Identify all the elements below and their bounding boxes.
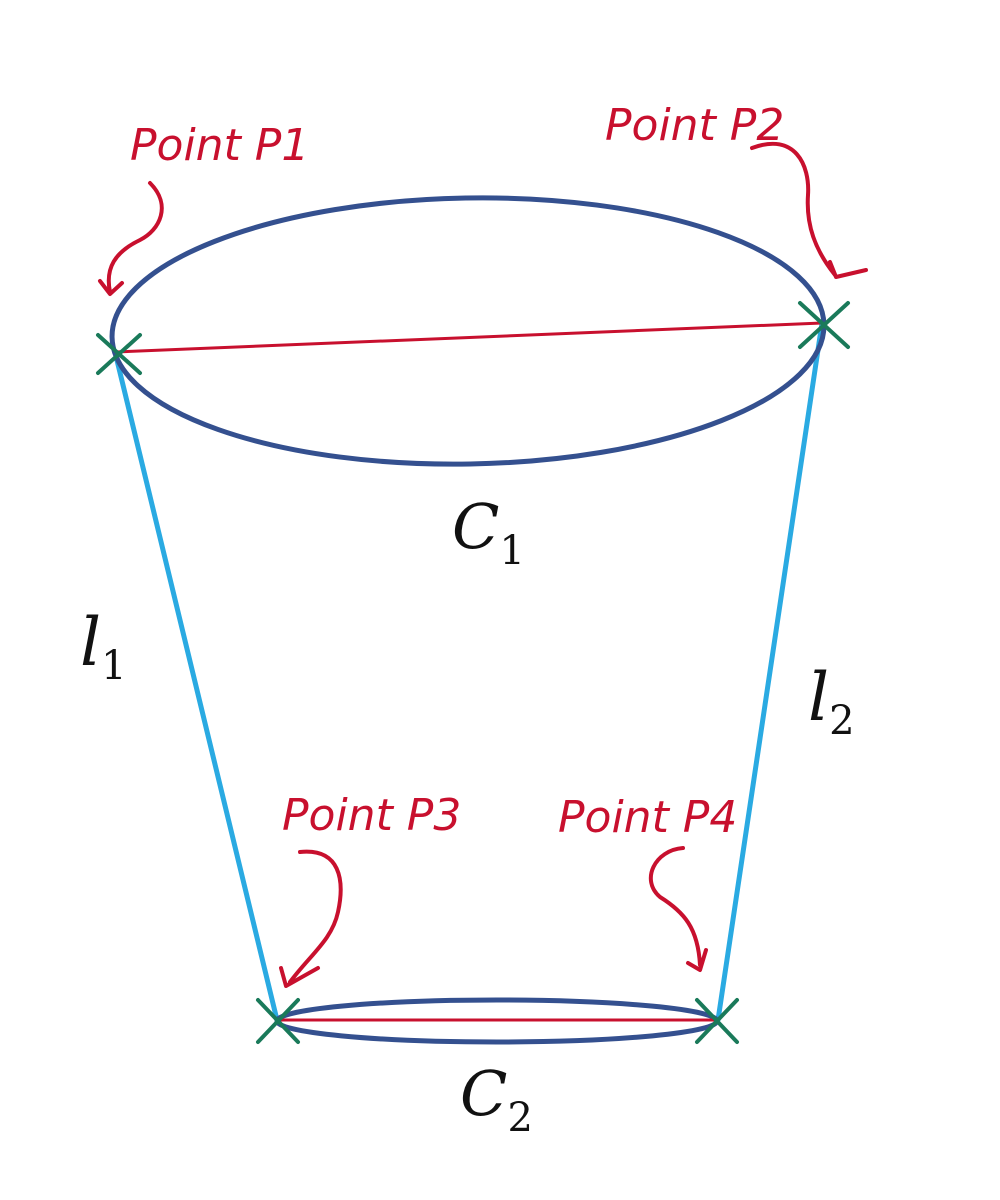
annotation-p3: Point P3 bbox=[282, 790, 461, 841]
ellipse-c1 bbox=[109, 195, 827, 467]
label-l2: l2 bbox=[808, 659, 855, 744]
label-c1: C1 bbox=[452, 490, 525, 574]
label-c2: C2 bbox=[460, 1057, 533, 1141]
arrow-p3 bbox=[279, 849, 343, 988]
arrow-p2 bbox=[750, 141, 868, 279]
marker-p4 bbox=[695, 998, 739, 1044]
arrow-p1 bbox=[98, 181, 164, 296]
annotation-p2: Point P2 bbox=[605, 100, 784, 151]
marker-p3 bbox=[256, 998, 300, 1044]
line-l1 bbox=[112, 349, 280, 1023]
line-l2 bbox=[715, 320, 825, 1023]
annotation-p4: Point P4 bbox=[558, 792, 737, 843]
annotation-p1: Point P1 bbox=[130, 120, 309, 171]
arrow-p4 bbox=[648, 846, 708, 972]
chord-p1-p2 bbox=[114, 321, 823, 354]
marker-p1 bbox=[96, 333, 142, 375]
marker-p2 bbox=[798, 301, 850, 349]
label-l1: l1 bbox=[80, 604, 127, 689]
